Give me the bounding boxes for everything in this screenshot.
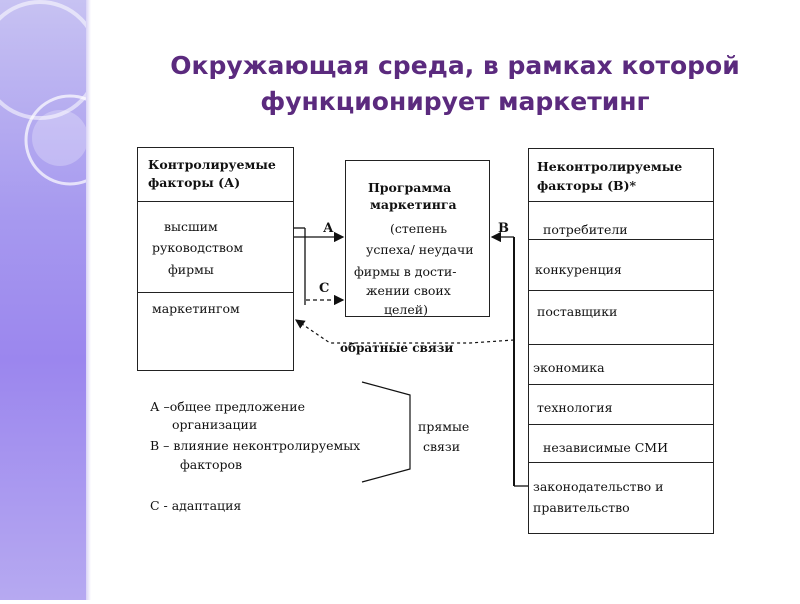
factor-cell: законодательство и правительство — [529, 463, 713, 533]
marketing-program-box: Программа маркетинга (степень успеха/ не… — [345, 160, 490, 317]
factor-cell: технология — [529, 385, 713, 425]
item-marketing: маркетингом — [152, 301, 240, 316]
controllable-top-management-cell: высшим руководством фирмы — [138, 202, 293, 293]
label-a: А — [323, 221, 334, 236]
factor-economy: экономика — [533, 360, 605, 375]
legend-b: В – влияние неконтролируемых — [150, 438, 361, 453]
program-body-2: успеха/ неудачи — [366, 242, 474, 257]
factor-technology: технология — [537, 400, 613, 415]
factor-legislation-2: правительство — [533, 500, 630, 515]
factor-suppliers: поставщики — [537, 304, 618, 319]
controllable-marketing-cell: маркетингом — [138, 293, 293, 370]
legend-direct-1: прямые — [418, 419, 470, 434]
slide-title: Окружающая среда, в рамках которой функц… — [120, 48, 790, 120]
factor-media: независимые СМИ — [543, 440, 669, 455]
program-body-4: жении своих — [366, 283, 451, 298]
legend-b-2: факторов — [180, 457, 243, 472]
legend-bracket — [361, 381, 411, 483]
legend-a-2: организации — [172, 417, 258, 432]
label-c: С — [319, 281, 330, 296]
controllable-header-2: факторы (А) — [148, 175, 241, 190]
factor-cell: потребители — [529, 202, 713, 240]
title-line-1: Окружающая среда, в рамках которой — [170, 51, 740, 80]
controllable-header-cell: Контролируемые факторы (А) — [138, 148, 293, 202]
factor-cell: поставщики — [529, 291, 713, 345]
controllable-header-1: Контролируемые — [148, 157, 276, 172]
uncontrollable-header-2: факторы (В)* — [537, 178, 637, 193]
factor-legislation-1: законодательство и — [533, 479, 664, 494]
item-top-2: руководством — [152, 240, 244, 255]
controllable-factors-box: Контролируемые факторы (А) высшим руково… — [137, 147, 294, 371]
item-top-3: фирмы — [168, 262, 214, 277]
sidebar-edge — [86, 0, 91, 600]
uncontrollable-factors-box: Неконтролируемые факторы (В)* потребител… — [528, 148, 714, 534]
feedback-arrow — [295, 319, 515, 344]
program-header-2: маркетинга — [370, 197, 457, 212]
uncontrollable-header-cell: Неконтролируемые факторы (В)* — [529, 149, 713, 202]
sidebar-decoration — [0, 0, 116, 600]
program-body-1: (степень — [390, 221, 448, 236]
label-feedback: обратные связи — [340, 341, 454, 355]
program-body-5: целей) — [384, 302, 428, 317]
title-line-2: функционирует маркетинг — [260, 87, 650, 116]
legend-c: С - адаптация — [150, 498, 242, 513]
uncontrollable-header-1: Неконтролируемые — [537, 159, 683, 174]
program-header-1: Программа — [368, 180, 452, 195]
factor-cell: конкуренция — [529, 240, 713, 291]
program-body-3: фирмы в дости- — [354, 264, 457, 279]
factor-competition: конкуренция — [535, 262, 622, 277]
label-b: В — [498, 221, 509, 236]
factor-cell: экономика — [529, 345, 713, 385]
item-top-1: высшим — [164, 219, 218, 234]
legend-a: А –общее предложение — [150, 399, 305, 414]
legend-direct-2: связи — [423, 439, 461, 454]
factor-cell: независимые СМИ — [529, 425, 713, 463]
factor-consumers: потребители — [543, 222, 628, 237]
